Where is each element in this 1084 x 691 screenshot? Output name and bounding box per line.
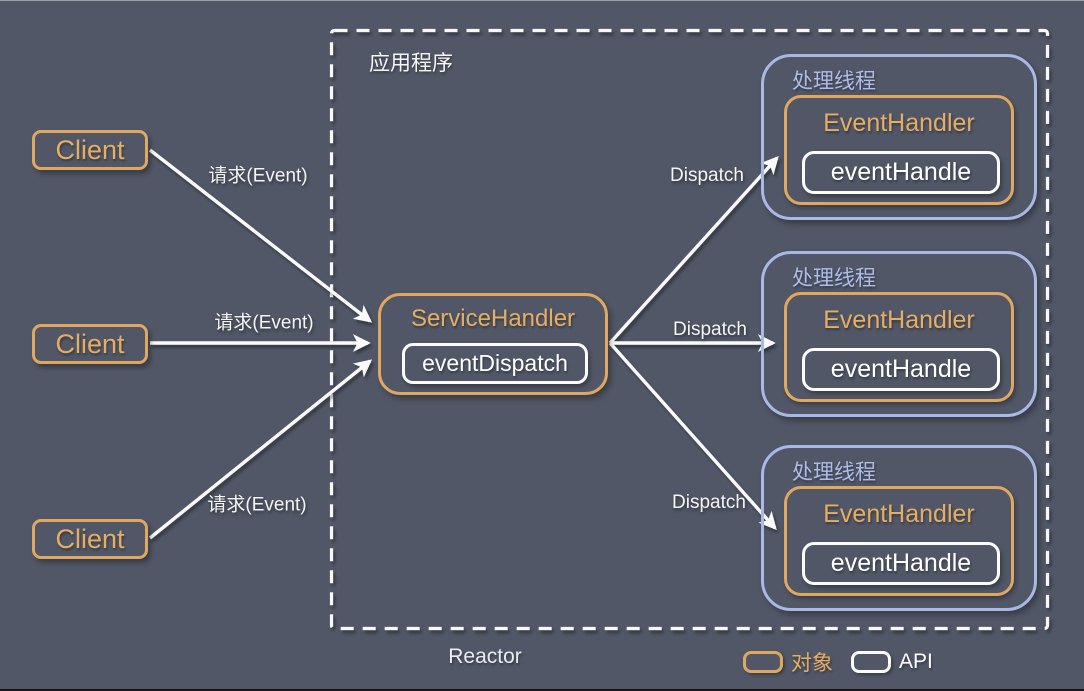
event-handler-title-3: EventHandler <box>823 500 975 528</box>
service-handler-box: ServiceHandler eventDispatch <box>378 293 608 395</box>
request-label-2: 请求(Event) <box>214 312 314 334</box>
thread-title-2: 处理线程 <box>792 267 876 290</box>
application-container-label: 应用程序 <box>369 52 453 75</box>
legend-api-swatch <box>851 651 891 673</box>
event-handler-box-3: EventHandler eventHandle <box>784 486 1014 596</box>
event-handle-api-box-1: eventHandle <box>802 151 1000 194</box>
event-handler-title-2: EventHandler <box>823 306 975 334</box>
service-handler-title: ServiceHandler <box>410 305 576 332</box>
legend: 对象 API <box>743 647 933 677</box>
event-handle-api-box-2: eventHandle <box>802 348 1000 391</box>
thread-title-1: 处理线程 <box>792 70 876 93</box>
legend-api-label: API <box>899 650 933 673</box>
thread-title-3: 处理线程 <box>792 461 876 484</box>
event-handle-api-box-3: eventHandle <box>802 542 1000 585</box>
dispatch-label-1: Dispatch <box>670 165 744 186</box>
event-handler-title-1: EventHandler <box>823 109 975 137</box>
client-box-3: Client <box>32 519 148 559</box>
dispatch-label-2: Dispatch <box>673 319 747 340</box>
event-handler-box-1: EventHandler eventHandle <box>784 95 1014 205</box>
legend-object-label: 对象 <box>791 652 833 675</box>
legend-object-swatch <box>743 651 783 673</box>
dispatch-label-3: Dispatch <box>672 492 746 513</box>
event-handler-box-2: EventHandler eventHandle <box>784 292 1014 402</box>
thread-box-1: 处理线程 EventHandler eventHandle <box>761 54 1037 220</box>
thread-box-3: 处理线程 EventHandler eventHandle <box>761 445 1037 611</box>
request-label-1: 请求(Event) <box>208 165 308 187</box>
reactor-caption: Reactor <box>448 645 522 668</box>
request-label-3: 请求(Event) <box>207 494 307 516</box>
event-dispatch-api-box: eventDispatch <box>402 343 588 384</box>
client-box-2: Client <box>32 324 148 364</box>
client-box-1: Client <box>32 130 148 170</box>
thread-box-2: 处理线程 EventHandler eventHandle <box>761 251 1037 417</box>
